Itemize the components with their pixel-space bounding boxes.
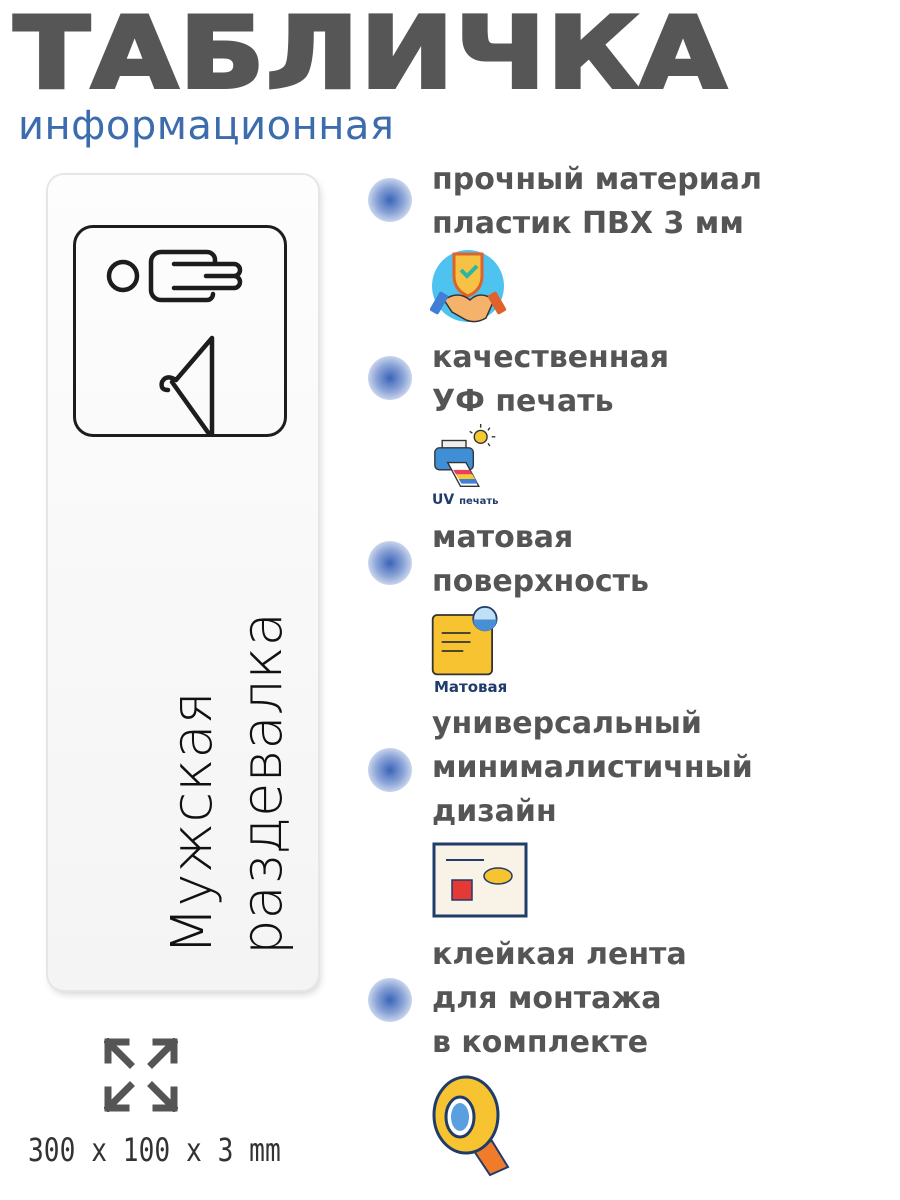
- tape-roll-icon: [430, 1075, 512, 1187]
- sign-text-line2: раздевалка: [230, 612, 295, 955]
- feature-line: качественная: [432, 340, 670, 375]
- wardrobe-hanger-icon: [73, 225, 287, 441]
- sign-text-line1: Мужская: [160, 691, 225, 955]
- feature-line: для монтажа: [432, 981, 662, 1016]
- page-subtitle: информационная: [18, 103, 395, 149]
- matte-caption: Матовая: [434, 678, 508, 696]
- bullet-dot: [368, 356, 412, 400]
- sign-plate: Мужская раздевалка: [48, 175, 318, 990]
- feature-line: прочный материал: [432, 162, 762, 197]
- design-card-icon: [432, 842, 528, 922]
- uv-caption-bold: UV: [432, 492, 455, 508]
- shield-handshake-icon: [429, 248, 508, 332]
- matte-board-icon: [430, 606, 502, 682]
- uv-caption-text: печать: [459, 496, 499, 507]
- feature-matte: матовая поверхность: [432, 516, 649, 604]
- feature-material: прочный материал пластик ПВХ 3 мм: [432, 158, 762, 246]
- uv-caption: UV печать: [432, 491, 499, 509]
- feature-line: пластик ПВХ 3 мм: [432, 206, 744, 241]
- feature-line: поверхность: [432, 564, 649, 599]
- feature-line: матовая: [432, 520, 574, 555]
- bullet-dot: [368, 178, 412, 222]
- bullet-dot: [368, 748, 412, 792]
- feature-line: в комплекте: [432, 1025, 649, 1060]
- bullet-dot: [368, 541, 412, 585]
- feature-line: дизайн: [432, 794, 557, 829]
- feature-tape: клейкая лента для монтажа в комплекте: [432, 933, 687, 1065]
- page-title: ТАБЛИЧКА: [12, 0, 729, 111]
- feature-line: клейкая лента: [432, 937, 687, 972]
- feature-line: универсальный: [432, 706, 702, 741]
- feature-line: УФ печать: [432, 384, 614, 419]
- feature-uv-print: качественная УФ печать: [432, 336, 669, 424]
- resize-arrows-icon: [103, 1037, 179, 1116]
- uv-printer-icon: [430, 424, 502, 494]
- bullet-dot: [368, 978, 412, 1022]
- feature-line: минималистичный: [432, 750, 753, 785]
- feature-design: универсальный минималистичный дизайн: [432, 702, 753, 834]
- dimensions-label: 300 x 100 x 3 mm: [28, 1131, 281, 1169]
